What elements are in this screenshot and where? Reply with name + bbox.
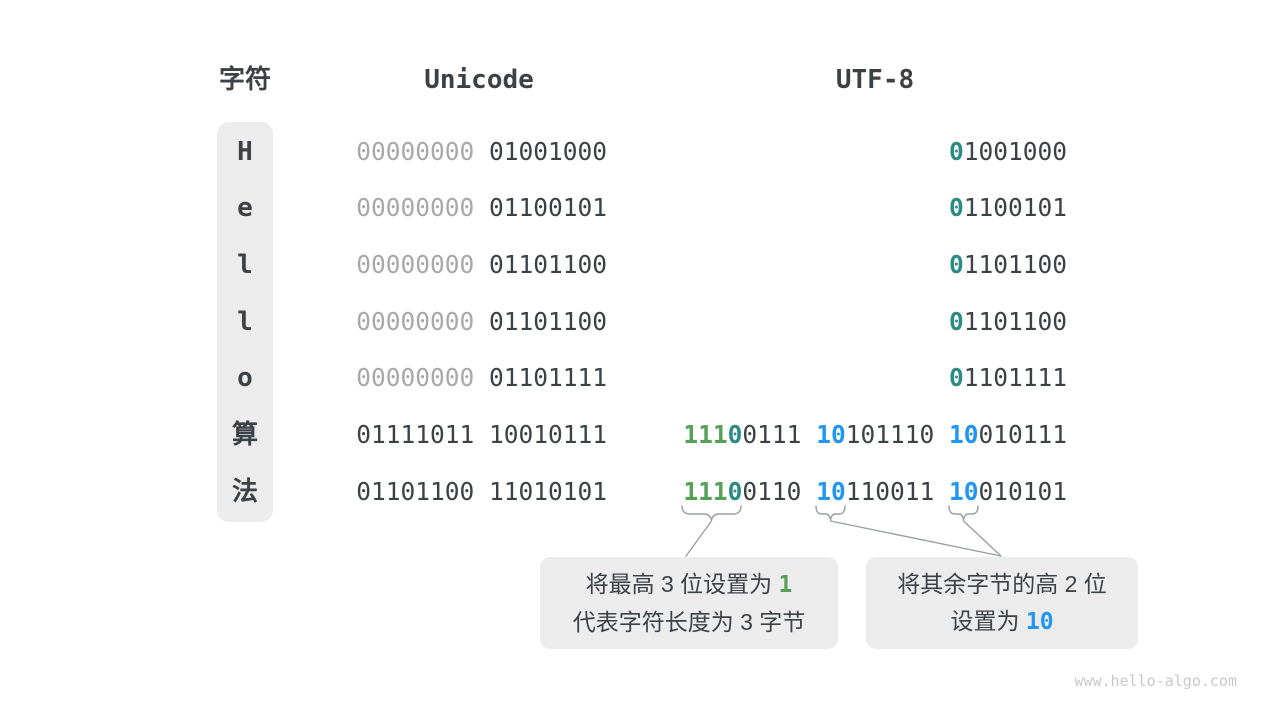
text-segment: 将最高 3 位设置为 <box>585 570 779 597</box>
char-column-background <box>217 122 273 522</box>
text-segment: 0111 <box>742 420 817 449</box>
unicode-cell: 00000000 01101100 <box>340 304 607 340</box>
text-segment: 10 <box>816 420 846 449</box>
text-segment: 1101111 <box>963 363 1067 392</box>
column-header-unicode: Unicode <box>424 65 534 95</box>
connector-line-first-byte <box>685 520 713 557</box>
utf8-cell: 01101111 <box>640 360 1067 396</box>
text-segment: 00000000 <box>356 137 489 166</box>
unicode-cell: 00000000 01100101 <box>340 190 607 226</box>
char-cell: e <box>237 193 253 223</box>
text-segment: 1101100 <box>963 250 1067 279</box>
utf8-cell: 01101100 <box>640 304 1067 340</box>
callout-text-line: 设置为 10 <box>950 603 1053 641</box>
text-segment: 0 <box>948 250 964 279</box>
callout-continuation-bytes-rule: 将其余字节的高 2 位设置为 10 <box>866 557 1138 649</box>
text-segment: 01101111 <box>488 363 607 392</box>
callout-first-byte-rule: 将最高 3 位设置为 1 代表字符长度为 3 字节 <box>540 557 838 649</box>
text-segment: 01101100 <box>488 250 607 279</box>
text-segment: 00000000 <box>356 363 489 392</box>
column-header-utf8: UTF-8 <box>835 65 915 95</box>
text-segment: 0 <box>948 363 964 392</box>
text-segment: 1101100 <box>963 307 1067 336</box>
char-cell: H <box>237 137 253 167</box>
watermark: www.hello-algo.com <box>1074 672 1237 690</box>
char-cell: 法 <box>231 477 258 507</box>
unicode-cell: 01101100 11010101 <box>340 474 607 510</box>
text-segment: 设置为 <box>950 607 1026 634</box>
utf8-cell: 01100101 <box>640 190 1067 226</box>
text-segment: 00000000 <box>356 193 489 222</box>
text-segment: 代表字符长度为 3 字节 <box>572 608 806 635</box>
connector-line-third-byte <box>962 520 1002 557</box>
callout-text-line: 将最高 3 位设置为 1 <box>586 566 793 604</box>
text-segment: 10 <box>1025 608 1054 635</box>
char-cell: l <box>237 307 253 337</box>
callout-text-line: 将其余字节的高 2 位 <box>897 566 1107 603</box>
text-segment: 00000000 <box>356 307 489 336</box>
unicode-cell: 00000000 01101100 <box>340 247 607 283</box>
text-segment: 0 <box>727 477 743 506</box>
char-cell: l <box>237 250 253 280</box>
text-segment: 00000000 <box>356 250 489 279</box>
column-header-char: 字符 <box>218 65 271 95</box>
text-segment: 0 <box>948 307 964 336</box>
text-segment: 1 <box>778 571 793 598</box>
text-segment: 1100101 <box>963 193 1067 222</box>
text-segment: 0 <box>727 420 743 449</box>
text-segment: 01111011 10010111 <box>356 420 607 449</box>
unicode-cell: 00000000 01001000 <box>340 134 607 170</box>
utf8-cell: 11100111 10101110 10010111 <box>640 417 1067 453</box>
utf8-cell: 01101100 <box>640 247 1067 283</box>
text-segment: 010111 <box>978 420 1067 449</box>
utf8-cell: 11100110 10110011 10010101 <box>640 474 1067 510</box>
text-segment: 01101100 11010101 <box>356 477 607 506</box>
text-segment: 1001000 <box>963 137 1067 166</box>
utf8-cell: 01001000 <box>640 134 1067 170</box>
text-segment: 0 <box>948 137 964 166</box>
text-segment: 10 <box>948 420 979 449</box>
text-segment: 01101100 <box>488 307 607 336</box>
text-segment: 0 <box>948 193 964 222</box>
text-segment: 10 <box>816 477 846 506</box>
connector-line-second-byte <box>829 520 1002 557</box>
text-segment: 010101 <box>978 477 1067 506</box>
text-segment: 111 <box>683 420 728 449</box>
unicode-cell: 00000000 01101111 <box>340 360 607 396</box>
char-cell: 算 <box>231 420 258 450</box>
text-segment: 111 <box>683 477 728 506</box>
text-segment: 将其余字节的高 2 位 <box>897 570 1107 597</box>
text-segment: 01001000 <box>488 137 607 166</box>
text-segment: 0110 <box>742 477 817 506</box>
unicode-cell: 01111011 10010111 <box>340 417 607 453</box>
char-cell: o <box>237 363 253 393</box>
text-segment: 101110 <box>845 420 949 449</box>
text-segment: 01100101 <box>488 193 607 222</box>
text-segment: 110011 <box>845 477 949 506</box>
text-segment: 10 <box>948 477 979 506</box>
callout-text-line: 代表字符长度为 3 字节 <box>573 604 806 641</box>
